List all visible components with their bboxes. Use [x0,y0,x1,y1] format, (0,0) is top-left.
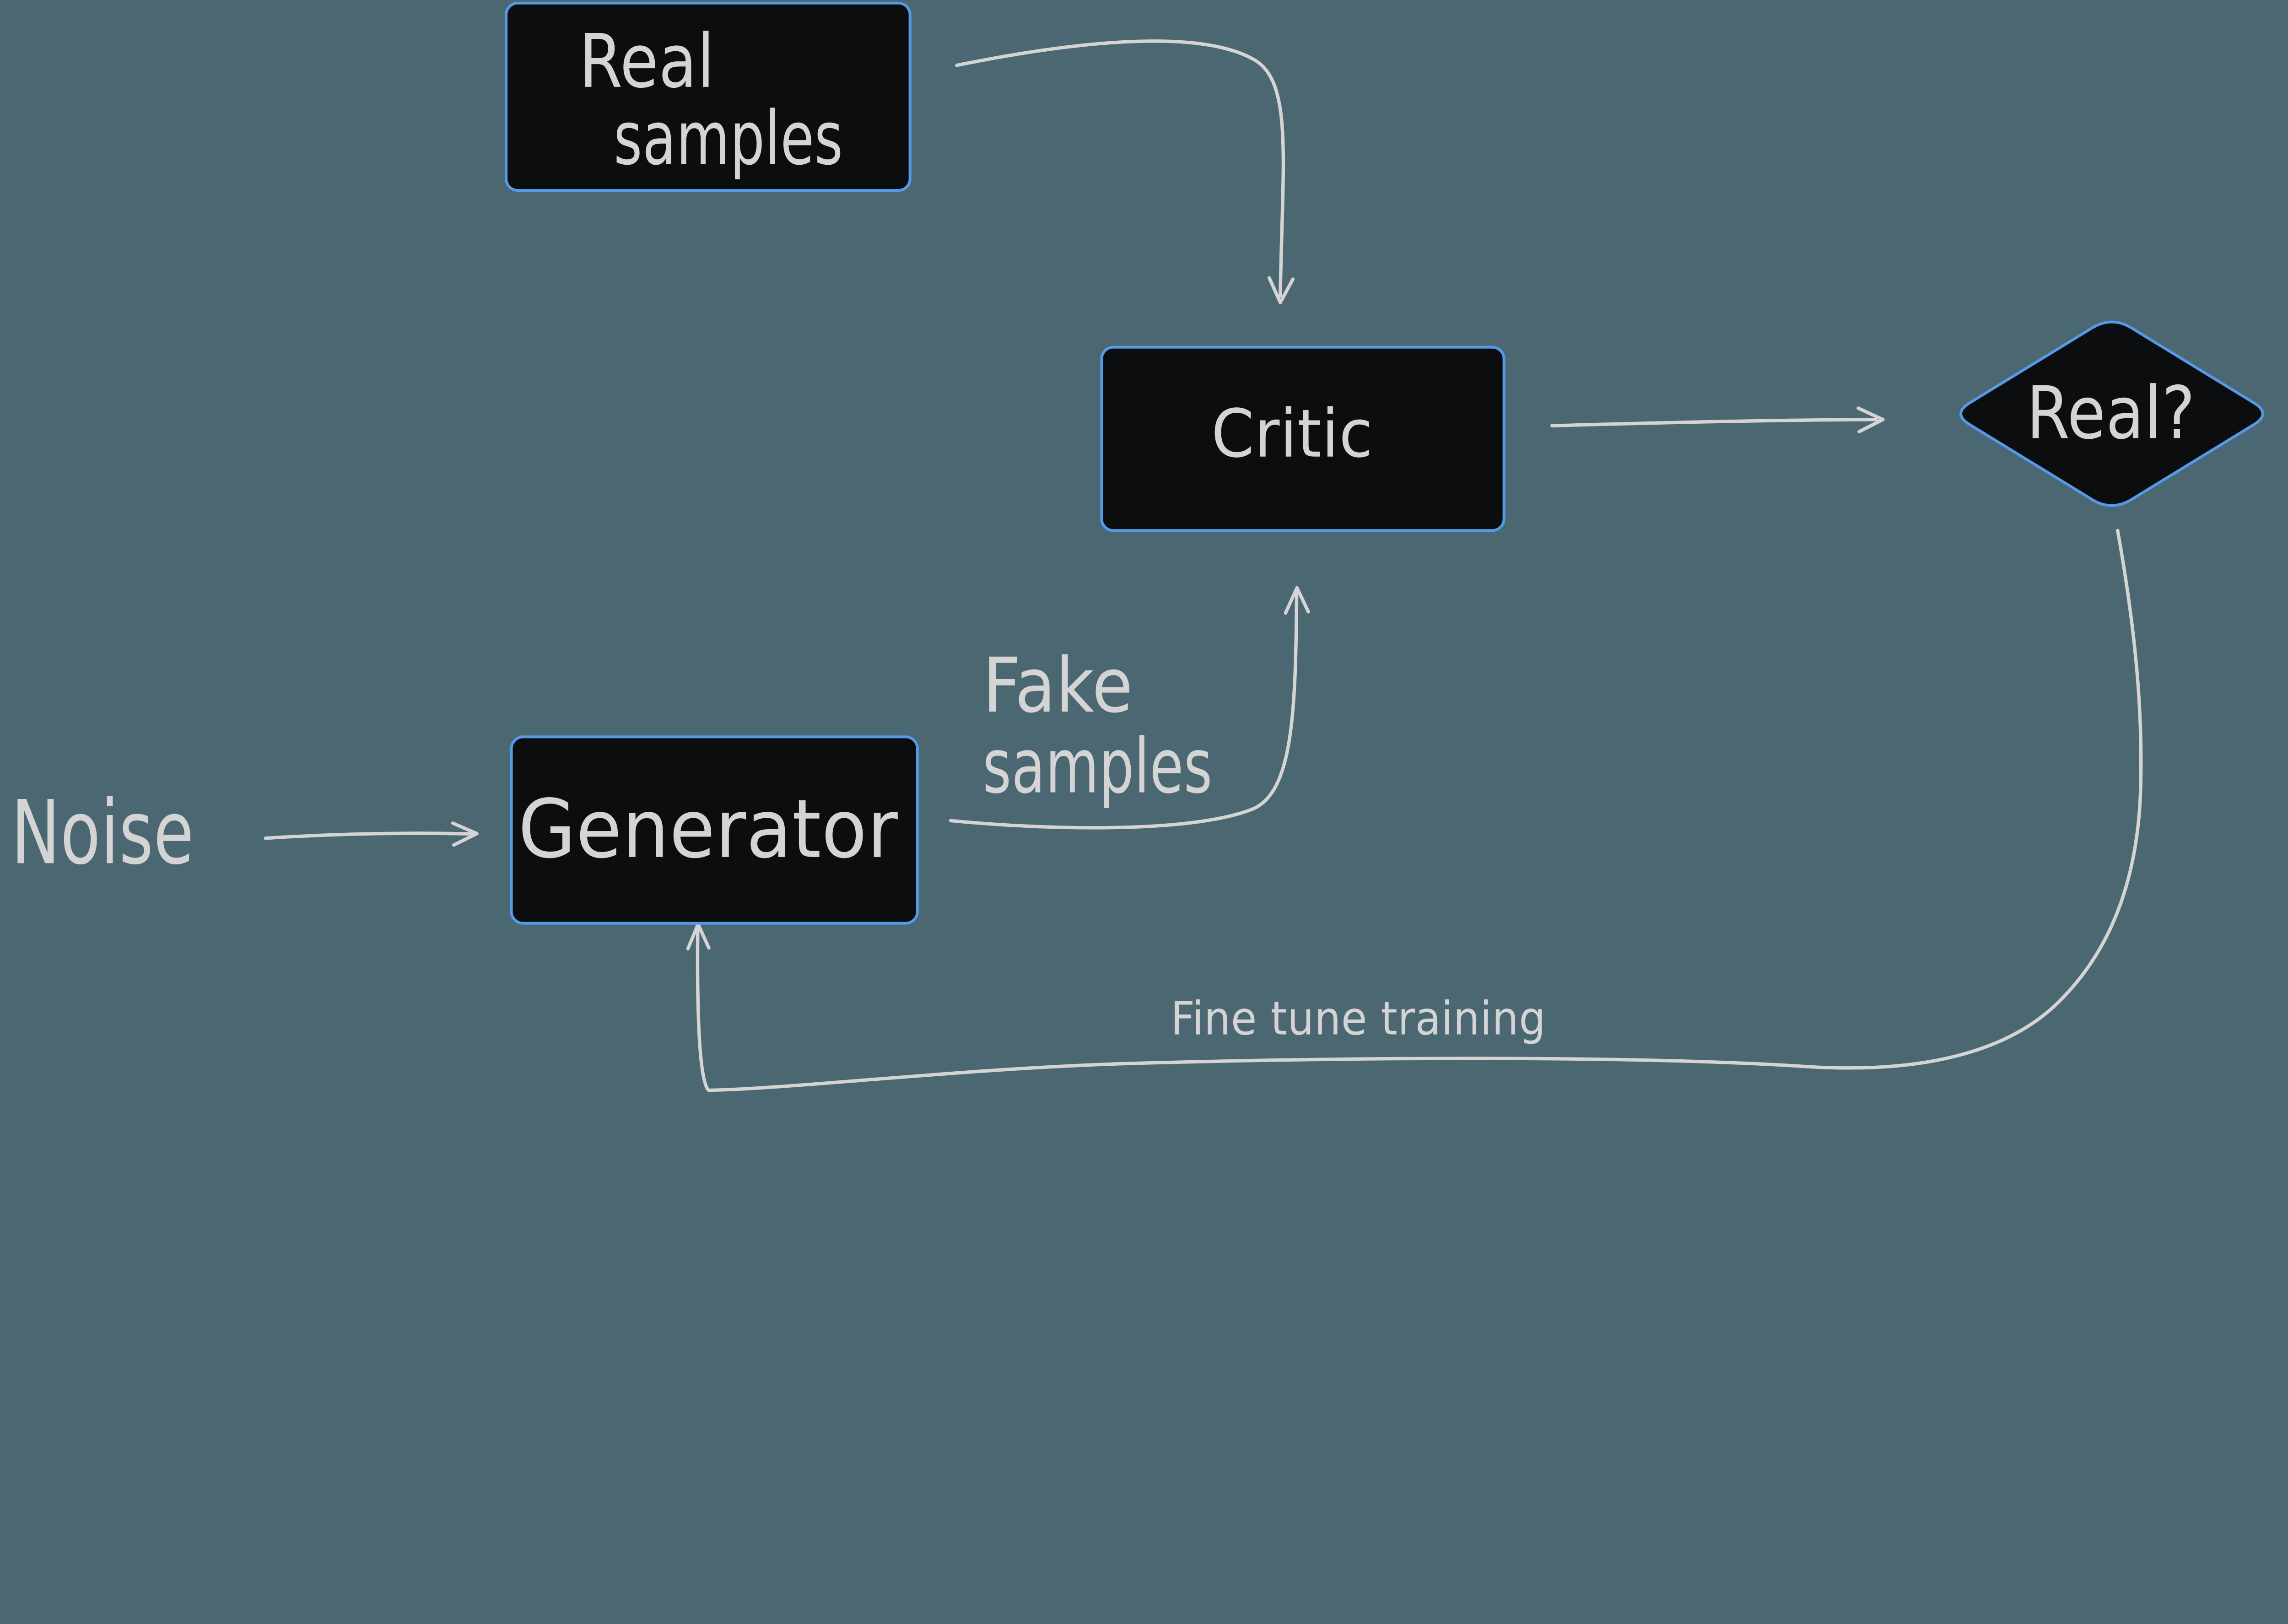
arrowhead-down-icon [1267,276,1295,304]
real-samples-label-line1: Real [579,19,715,105]
real-question-label: Real? [2026,371,2195,455]
generator-box [510,735,919,925]
fake-samples-label-line1: Fake [983,642,1133,729]
arrowhead-right-icon [451,821,479,847]
noise-label: Noise [11,782,194,884]
real-question-diamond [1959,320,2264,507]
edge-generator-to-critic [949,591,1299,830]
node-generator: Generator [510,735,919,925]
real-samples-box [505,1,912,192]
edge-critic-to-real-question [1550,418,1878,428]
arrowhead-up-icon [1284,586,1310,615]
fine-tune-training-label: Fine tune training [1171,992,1546,1046]
generator-label: Generator [518,782,898,876]
node-real-samples: Real samples [505,1,912,192]
gan-diagram-canvas: Real samples Critic Generator Real? Nois… [0,0,2288,1093]
canvas-background [0,0,2288,1093]
arrowhead-right-icon [1856,406,1885,433]
real-samples-label-line2: samples [614,96,843,182]
fake-samples-label-line2: samples [983,723,1213,810]
edge-real-samples-to-critic [955,39,1285,297]
critic-box [1100,345,1506,532]
edge-real-question-to-generator [696,529,2143,1092]
critic-label: Critic [1211,396,1373,473]
node-critic: Critic [1100,345,1506,532]
node-real-question: Real? [1959,320,2264,507]
fake-samples-label: Fake samples [983,642,1213,810]
edge-noise-to-generator [264,831,475,840]
diagram-stage: Real samples Critic Generator Real? Nois… [0,0,2288,1093]
